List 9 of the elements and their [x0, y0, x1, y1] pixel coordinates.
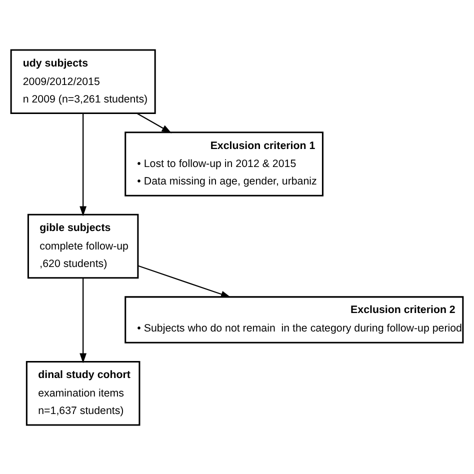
node-box: gible subjects complete follow-up ,620 students): [27, 213, 139, 278]
node-box: dinal study cohort examination items n=1,637 students): [26, 360, 140, 426]
node-box: udy subjects 2009/2012/2015 n 2009 (n=3,261 students): [10, 48, 156, 114]
node-box: Exclusion criterion 2 • Subjects who do not remain in the category during follow-up period: [124, 296, 464, 343]
arrow: [138, 264, 231, 298]
node-box: Exclusion criterion 1 • Lost to follow-up in 2012 & 2015 • Data missing in age, gender, urbaniz: [124, 131, 324, 196]
arrow: [80, 112, 87, 216]
arrow: [80, 277, 87, 363]
arrow: [136, 112, 172, 133]
